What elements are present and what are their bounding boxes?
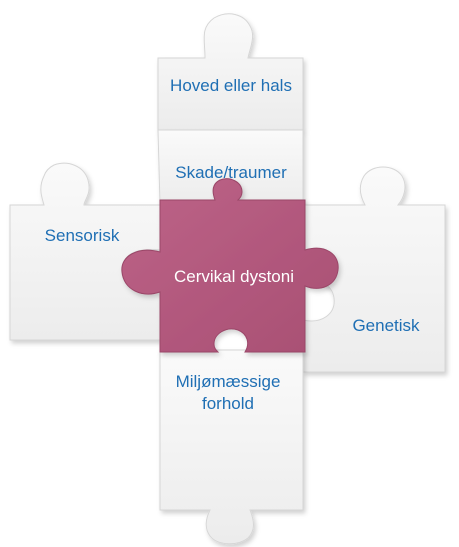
puzzle-piece-right [302,166,446,373]
label-hoved-eller-hals: Hoved eller hals [170,76,292,95]
puzzle-piece-bottom [159,349,304,545]
label-miljomaessige-line2: forhold [202,394,254,413]
label-skade-traumer: Skade/traumer [175,163,287,182]
label-genetisk: Genetisk [352,316,420,335]
puzzle-piece-top [157,13,304,131]
label-miljomaessige-forhold: Miljømæssige forhold [158,371,298,415]
label-sensorisk: Sensorisk [44,226,120,245]
puzzle-piece-center [121,178,339,353]
label-miljomaessige-line1: Miljømæssige [175,372,281,391]
label-cervikal-dystoni: Cervikal dystoni [174,267,294,286]
